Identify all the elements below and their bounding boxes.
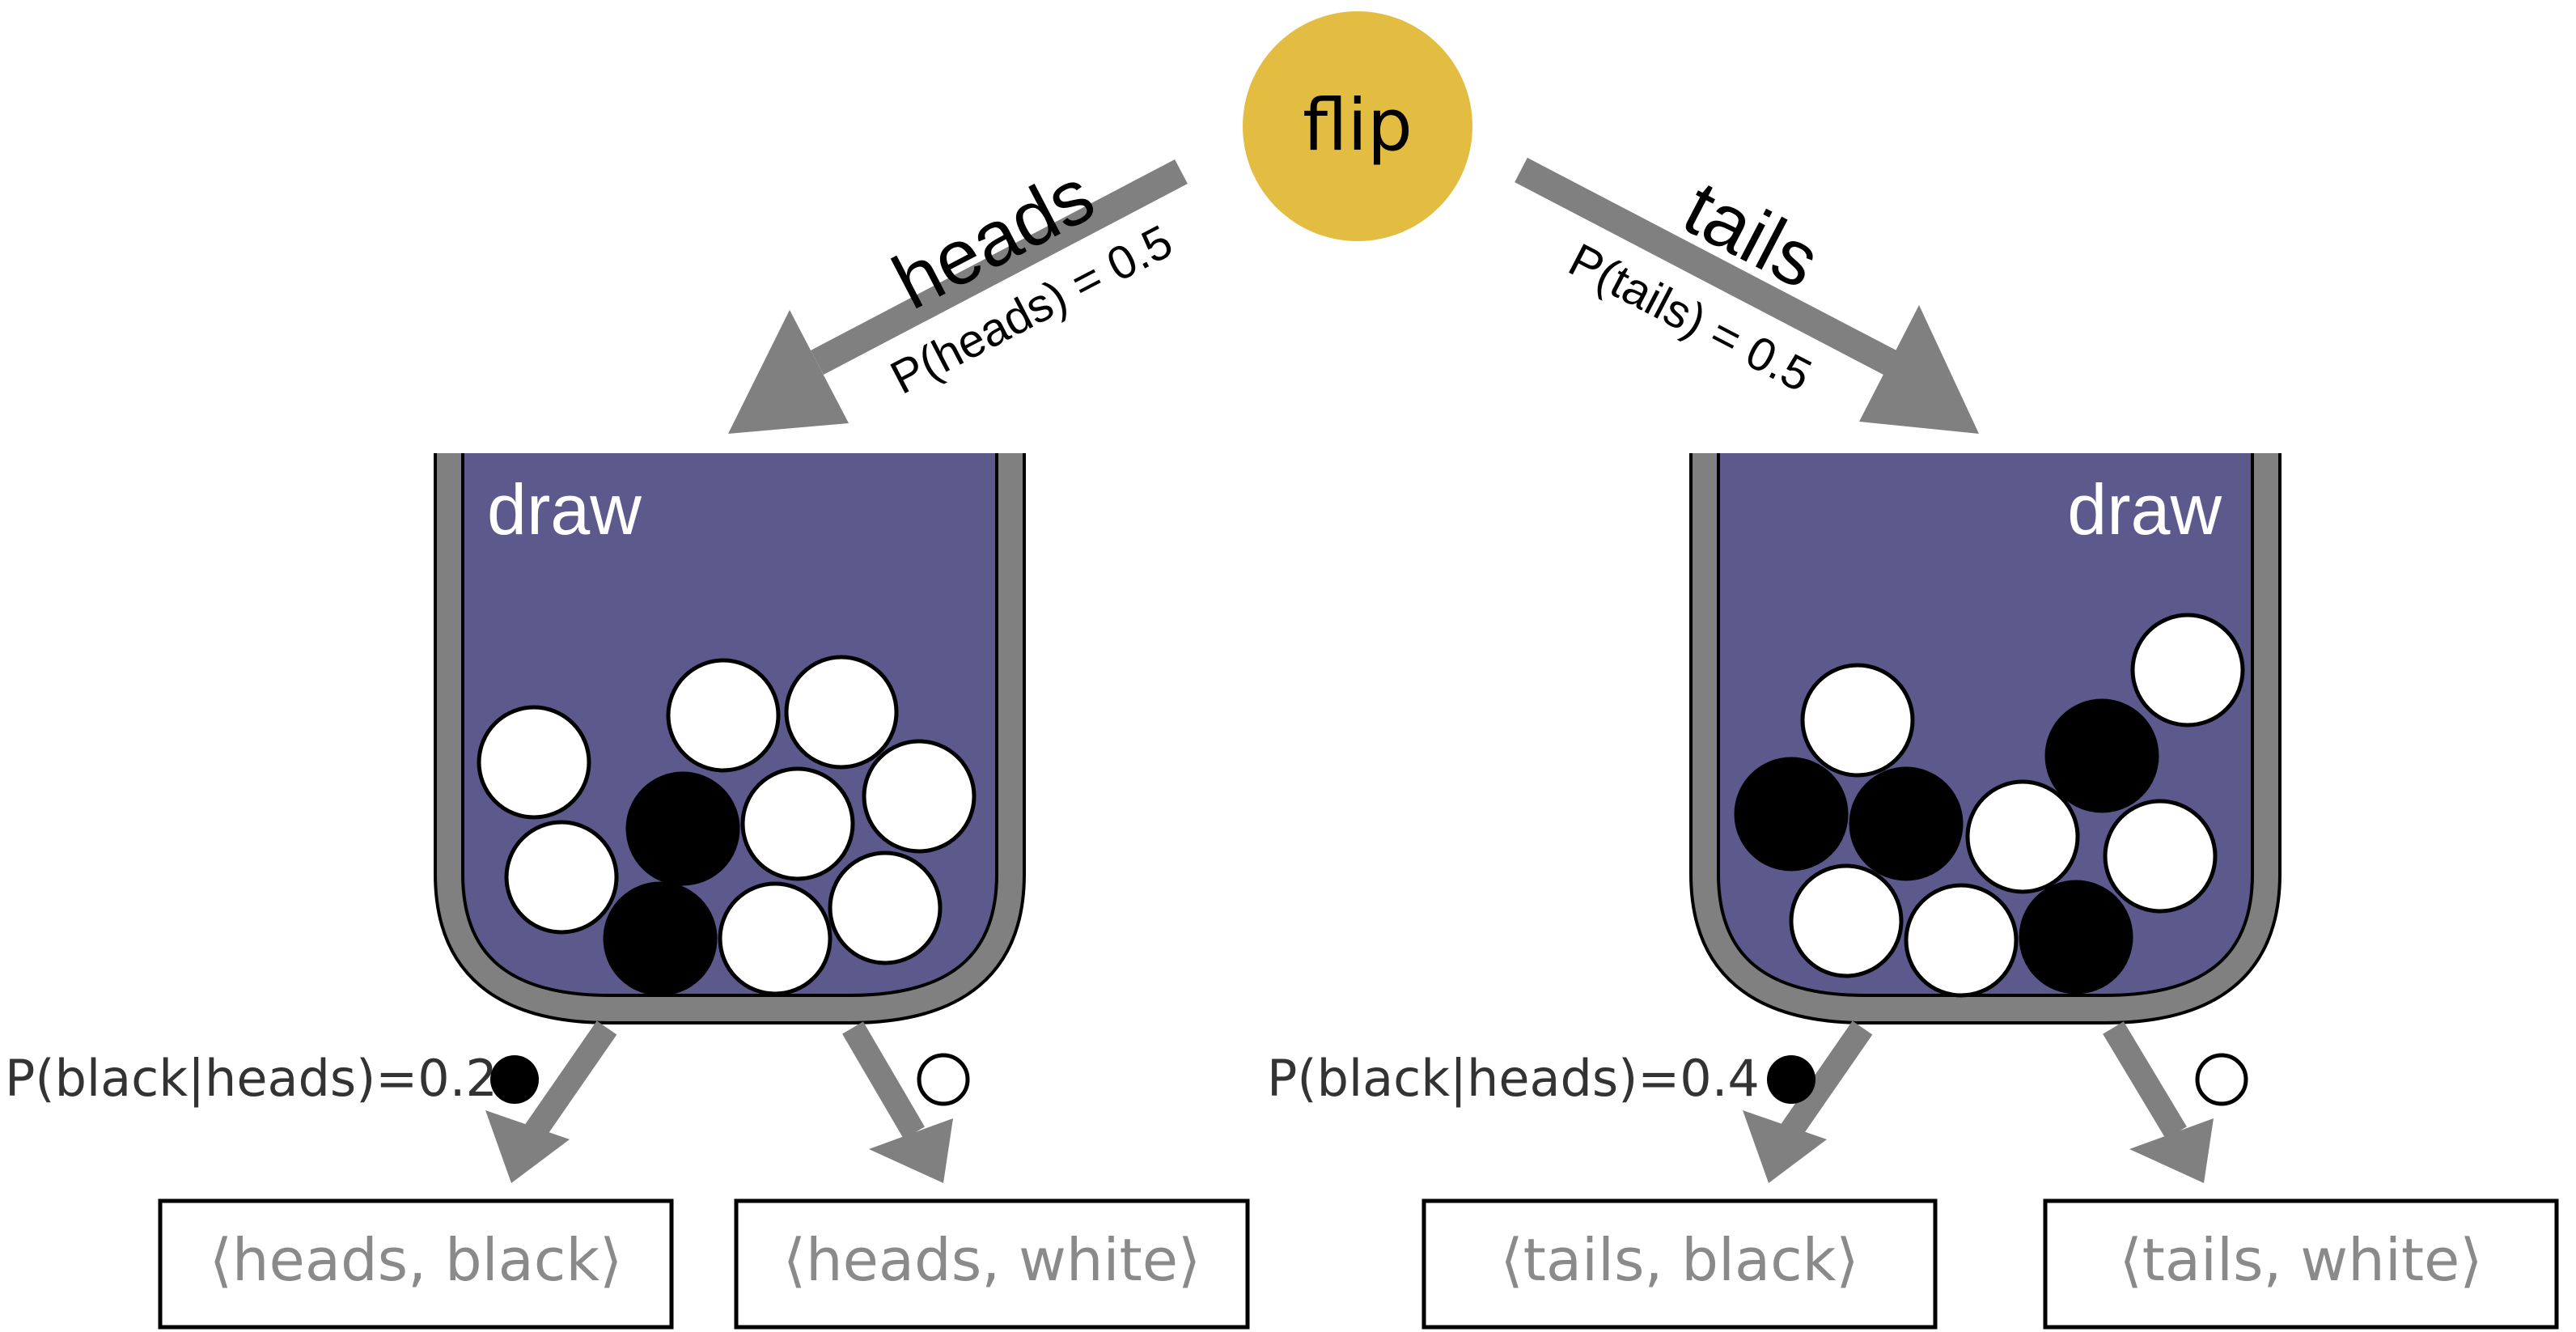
black-ball <box>2019 880 2133 995</box>
black-ball <box>625 771 740 886</box>
outcome-tails-black: ⟨tails, black⟩ <box>1421 1198 1938 1330</box>
right-white-marker <box>2195 1053 2248 1106</box>
outcome-heads-white: ⟨heads, white⟩ <box>734 1198 1250 1330</box>
outcome-label: ⟨heads, black⟩ <box>210 1226 622 1294</box>
flip-label: flip <box>1303 83 1413 167</box>
right-black-prob: P(black|heads)=0.4 <box>1267 1049 1760 1109</box>
black-ball <box>1849 766 1964 881</box>
urn-left-label: draw <box>487 469 642 549</box>
arrow-tails-white <box>2103 1021 2214 1183</box>
white-ball <box>2130 613 2245 728</box>
white-ball <box>828 851 943 965</box>
left-black-prob: P(black|heads)=0.2 <box>5 1049 498 1109</box>
heads-arrow <box>728 159 1188 434</box>
black-ball <box>2044 698 2159 813</box>
left-white-marker <box>917 1053 970 1106</box>
arrow-heads-black <box>485 1020 617 1183</box>
arrow-tails-black <box>1743 1020 1873 1183</box>
white-ball <box>740 766 855 881</box>
white-ball <box>862 739 977 854</box>
right-black-marker <box>1767 1055 1815 1104</box>
white-ball <box>477 705 591 820</box>
white-ball <box>1789 863 1904 978</box>
white-ball <box>504 820 619 935</box>
black-ball <box>603 881 718 996</box>
arrow-heads-white <box>842 1021 953 1183</box>
outcome-label: ⟨heads, white⟩ <box>783 1226 1201 1294</box>
outcome-tails-white: ⟨tails, white⟩ <box>2043 1198 2559 1330</box>
white-ball <box>1800 663 1915 778</box>
white-ball <box>666 658 781 773</box>
white-ball <box>2103 799 2218 914</box>
outcome-label: ⟨tails, black⟩ <box>1501 1226 1859 1294</box>
outcome-label: ⟨tails, white⟩ <box>2120 1226 2483 1294</box>
white-ball <box>784 655 899 770</box>
left-black-marker <box>490 1055 539 1104</box>
urn-left-balls <box>477 655 977 996</box>
tails-arrow <box>1515 157 1979 434</box>
white-ball <box>1965 779 2080 894</box>
flip-coin <box>1243 11 1472 241</box>
white-ball <box>1904 883 2019 998</box>
white-ball <box>718 881 833 996</box>
urn-right-balls <box>1734 613 2245 998</box>
urn-right-label: draw <box>2067 469 2222 549</box>
outcome-heads-black: ⟨heads, black⟩ <box>158 1198 674 1330</box>
black-ball <box>1734 757 1849 872</box>
